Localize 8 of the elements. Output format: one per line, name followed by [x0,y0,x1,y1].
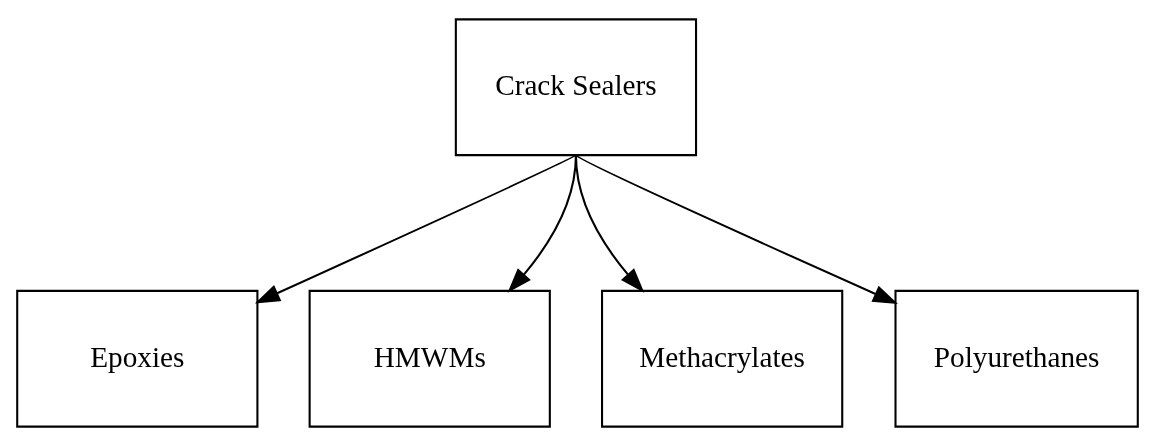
arrow [574,155,645,293]
node-box: Methacrylates [601,289,844,428]
node-box: HMWMs [308,289,551,428]
node-box: Polyurethanes [894,289,1139,428]
arrow [254,154,577,304]
arrow [575,154,898,304]
node-box: Epoxies [16,289,259,428]
node-box: Crack Sealers [454,18,698,157]
